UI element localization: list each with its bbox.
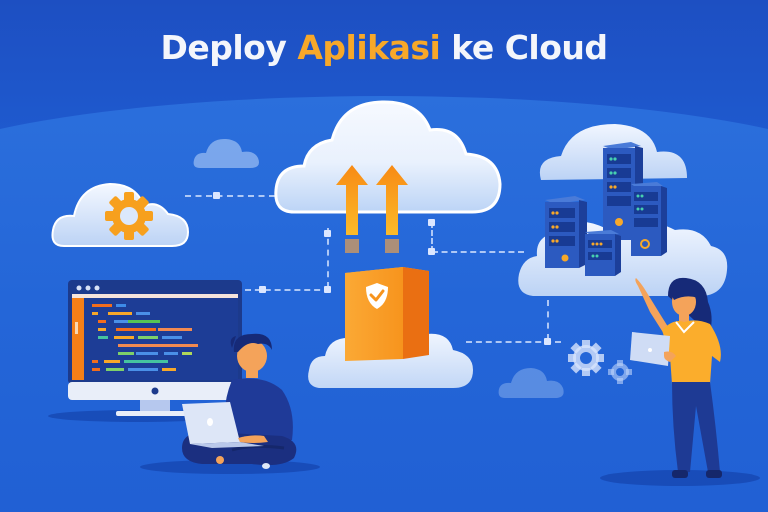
package-box	[345, 267, 429, 361]
developer-with-laptop	[182, 333, 297, 469]
server-rack-cluster	[545, 142, 667, 276]
faint-cloud-icon	[193, 138, 259, 168]
gear-icon	[105, 192, 153, 240]
monitor-code-editor	[68, 280, 242, 416]
shield-check-icon	[366, 283, 388, 309]
page-title: Deploy Aplikasi ke Cloud	[0, 28, 768, 67]
title-highlight: Aplikasi	[297, 28, 441, 67]
woman-with-tablet	[630, 277, 722, 478]
upload-cloud	[274, 100, 502, 214]
upload-arrows-icon	[336, 165, 408, 253]
faint-cloud-icon	[498, 368, 564, 398]
gears-icon	[568, 340, 632, 384]
title-part-2: ke Cloud	[440, 28, 608, 67]
title-part-1: Deploy	[160, 28, 298, 67]
